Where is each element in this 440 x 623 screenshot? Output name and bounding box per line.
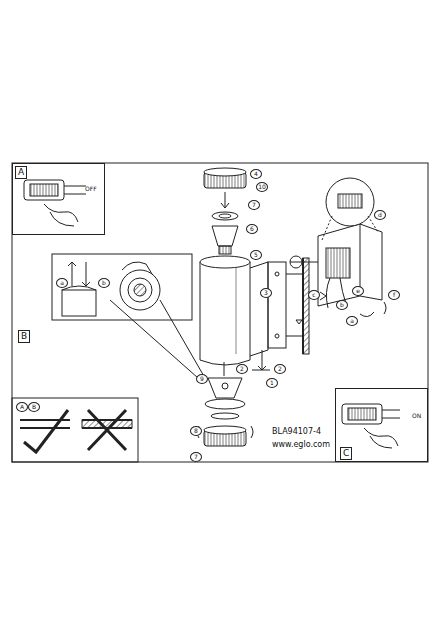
wall-bracket bbox=[250, 258, 309, 370]
lamp-cylinder bbox=[200, 256, 250, 365]
callout-number: a bbox=[56, 278, 68, 288]
switch-off-drawing bbox=[24, 180, 86, 226]
callout-number: b bbox=[336, 300, 348, 310]
switch-state: OFF bbox=[85, 186, 97, 192]
callout-number: 2 bbox=[274, 364, 286, 374]
callout-number: 7 bbox=[248, 200, 260, 210]
callout-number: 3 bbox=[260, 288, 272, 298]
instruction-panel: A OFF bbox=[12, 163, 105, 235]
reference-text: www.eglo.com bbox=[272, 441, 330, 449]
callout-number: a bbox=[346, 316, 358, 326]
callout-number: 4 bbox=[250, 169, 262, 179]
callout-number: 8 bbox=[190, 426, 202, 436]
callout-number: 1 bbox=[266, 378, 278, 388]
outer-frame bbox=[12, 163, 428, 462]
callout-number: A bbox=[16, 402, 28, 412]
panel-letter: A bbox=[15, 166, 27, 179]
callout-number: B bbox=[28, 402, 40, 412]
callout-number: e bbox=[352, 286, 364, 296]
instruction-panel: C ON bbox=[335, 388, 428, 462]
callout-number: 6 bbox=[246, 224, 258, 234]
callout-number: 5 bbox=[250, 250, 262, 260]
callout-number: 2 bbox=[236, 364, 248, 374]
callout-number: 10 bbox=[256, 182, 268, 192]
panel-letter: C bbox=[340, 447, 352, 460]
bottom-cap-assembly bbox=[197, 362, 253, 446]
callout-number: f bbox=[388, 290, 400, 300]
switch-on-drawing bbox=[342, 404, 400, 448]
bulb-insert-drawing bbox=[62, 262, 205, 378]
top-cap-assembly bbox=[204, 168, 246, 254]
callout-number: 7 bbox=[190, 452, 202, 462]
callout-number: c bbox=[308, 290, 320, 300]
callout-number: 9 bbox=[196, 374, 208, 384]
callout-number: b bbox=[98, 278, 110, 288]
callout-number: d bbox=[374, 210, 386, 220]
reference-text: BLA94107-4 bbox=[272, 428, 321, 436]
junction-box bbox=[290, 178, 386, 317]
warning-panel bbox=[12, 398, 138, 462]
mounting-surface-symbols bbox=[20, 410, 132, 452]
switch-state: ON bbox=[412, 413, 421, 419]
panel-letter: B bbox=[18, 330, 30, 343]
